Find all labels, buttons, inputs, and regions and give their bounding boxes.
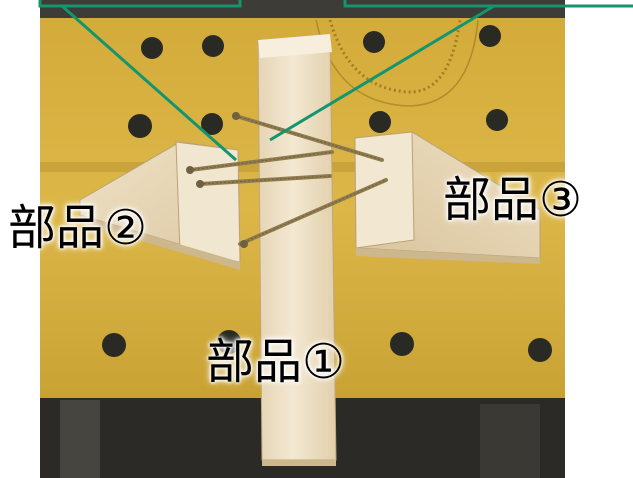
callout-line-left: [61, 4, 237, 162]
wood-block-part-3: [354, 131, 541, 264]
workbench-photo: [40, 0, 565, 478]
label-part-2: 部品②: [8, 200, 148, 256]
callout-boxes: [38, 0, 633, 8]
callout-line-right: [269, 4, 495, 142]
wood-board-part-1: [257, 33, 337, 466]
callout-lines: [61, 4, 495, 162]
peg-holes: [102, 25, 552, 362]
label-part-3: 部品③: [443, 172, 583, 228]
label-part-1: 部品①: [206, 334, 346, 390]
